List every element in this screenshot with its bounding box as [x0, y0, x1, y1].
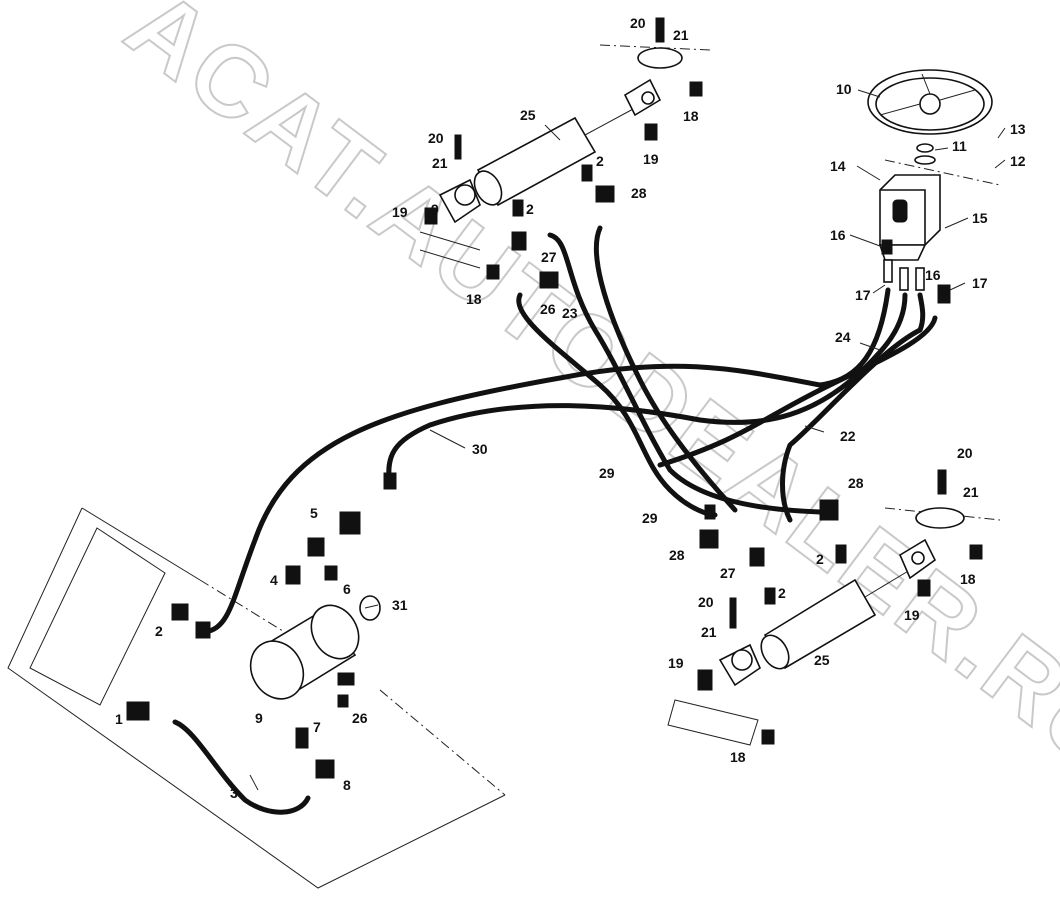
steering-valve	[878, 159, 1001, 304]
steering-wheel	[867, 69, 993, 165]
callout-16: 16	[925, 267, 941, 283]
callout-29: 29	[642, 510, 658, 526]
callout-19: 19	[643, 151, 659, 167]
callout-25: 25	[520, 107, 536, 123]
callout-20: 20	[428, 130, 444, 146]
callout-5: 5	[310, 505, 318, 521]
callout-20: 20	[957, 445, 973, 461]
callout-19: 19	[668, 655, 684, 671]
callout-21: 21	[673, 27, 689, 43]
callout-17: 17	[972, 275, 988, 291]
callout-28: 28	[631, 185, 647, 201]
callout-14: 14	[830, 158, 846, 174]
callout-20: 20	[698, 594, 714, 610]
hoses	[172, 225, 938, 815]
callout-27: 27	[720, 565, 736, 581]
callout-11: 11	[952, 138, 967, 154]
callout-29: 29	[599, 465, 615, 481]
callout-2: 2	[596, 153, 604, 169]
callout-26: 26	[352, 710, 368, 726]
callout-2: 2	[526, 201, 534, 217]
callout-17: 17	[855, 287, 871, 303]
callout-7: 7	[313, 719, 321, 735]
callout-31: 31	[392, 597, 408, 613]
lower-cylinder	[667, 469, 1001, 746]
callout-8: 8	[343, 777, 351, 793]
callout-27: 27	[541, 249, 557, 265]
callout-28: 28	[669, 547, 685, 563]
callout-18: 18	[730, 749, 746, 765]
callout-19: 19	[392, 204, 408, 220]
callout-23: 23	[562, 305, 578, 321]
callout-12: 12	[1010, 153, 1026, 169]
callout-26: 26	[540, 301, 556, 317]
callout-6: 6	[343, 581, 351, 597]
callout-1: 1	[115, 711, 123, 727]
callout-9: 9	[255, 710, 263, 726]
callout-15: 15	[972, 210, 988, 226]
callout-9: 9	[431, 201, 439, 217]
callout-21: 21	[963, 484, 979, 500]
callout-2: 2	[155, 623, 163, 639]
floor-panel	[7, 507, 506, 889]
callout-24: 24	[835, 329, 851, 345]
callout-13: 13	[1010, 121, 1026, 137]
callout-18: 18	[466, 291, 482, 307]
upper-cylinder	[419, 17, 711, 289]
reservoir-tank	[126, 472, 397, 779]
callout-19: 19	[904, 607, 920, 623]
callout-22: 22	[840, 428, 856, 444]
callout-25: 25	[814, 652, 830, 668]
callout-18: 18	[683, 108, 699, 124]
callout-labels: 1 2 2 2 2 2 3 4 5 6 7 8 9 9 10 11 12 13 …	[115, 15, 1026, 801]
callout-21: 21	[701, 624, 717, 640]
leader-lines	[249, 89, 1006, 791]
callout-21: 21	[432, 155, 448, 171]
callout-30: 30	[472, 441, 488, 457]
callout-10: 10	[836, 81, 852, 97]
callout-28: 28	[848, 475, 864, 491]
callout-16: 16	[830, 227, 846, 243]
callout-2: 2	[778, 585, 786, 601]
callout-4: 4	[270, 572, 278, 588]
callout-18: 18	[960, 571, 976, 587]
callout-3: 3	[230, 785, 238, 801]
callout-20: 20	[630, 15, 646, 31]
callout-2: 2	[816, 551, 824, 567]
